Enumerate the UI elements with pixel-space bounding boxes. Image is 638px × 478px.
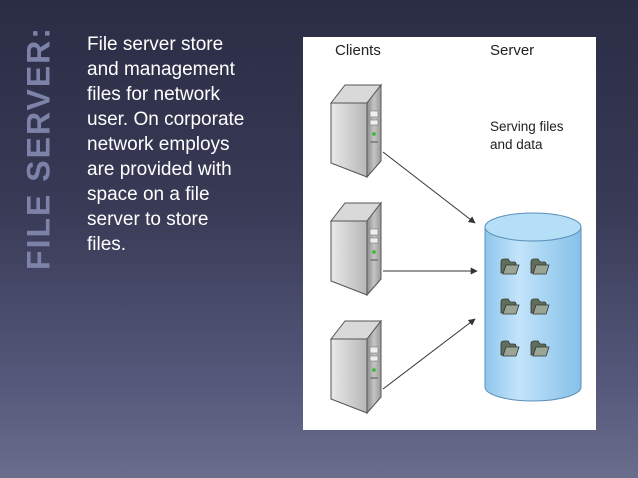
arrow-client3-to-server <box>382 318 476 390</box>
serving-text-line2: and data <box>490 137 543 152</box>
server-database-icon <box>484 212 582 402</box>
arrow-client1-to-server <box>382 151 476 224</box>
client-computer-icon <box>330 84 382 178</box>
server-label: Server <box>490 42 534 59</box>
client-computer-icon <box>330 202 382 296</box>
client-computer-icon <box>330 320 382 414</box>
slide-title: FILE SERVER: <box>22 20 56 276</box>
serving-text-line1: Serving files <box>490 119 564 134</box>
slide-title-text: FILE SERVER: <box>22 26 56 270</box>
file-server-diagram: Clients Server Serving files and data <box>303 37 596 430</box>
diagram-canvas: Clients Server Serving files and data <box>330 42 582 414</box>
slide-body-text: File server store and management files f… <box>87 34 245 255</box>
clients-label: Clients <box>335 42 381 59</box>
